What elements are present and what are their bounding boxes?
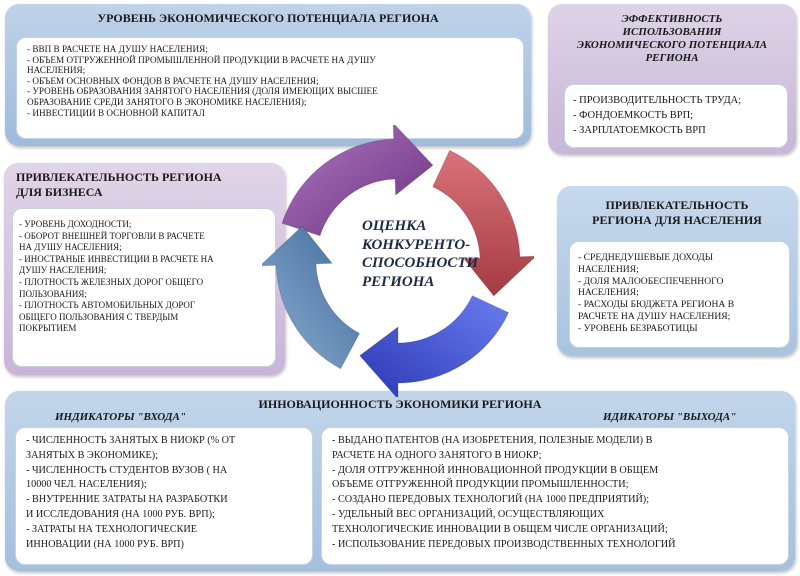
list-item: - ЗАТРАТЫ НА ТЕХНОЛОГИЧЕСКИЕ (26, 523, 197, 535)
title-line: ПРИВЛЕКАТЕЛЬНОСТЬ (605, 198, 749, 212)
list-item: НА ДУШУ НАСЕЛЕНИЯ; (19, 242, 122, 253)
arrow-purple (281, 125, 434, 237)
list-item: ОБРАЗОВАНИЕ СРЕДИ ЗАНЯТОГО В ЭКОНОМИКЕ Н… (27, 96, 307, 107)
list-item: - ИНВЕСТИЦИИ В ОСНОВНОЙ КАПИТАЛ (27, 107, 205, 118)
center-label: ОЦЕНКА КОНКУРЕНТО- СПОСОБНОСТИ РЕГИОНА (362, 217, 502, 291)
population-attractiveness-list: - СРЕДНЕДУШЕВЫЕ ДОХОДЫ НАСЕЛЕНИЯ; - ДОЛЯ… (578, 252, 734, 335)
efficiency-title: ЭФФЕКТИВНОСТЬ ИСПОЛЬЗОВАНИЯ ЭКОНОМИЧЕСКО… (548, 13, 796, 65)
business-attractiveness-title: ПРИВЛЕКАТЕЛЬНОСТЬ РЕГИОНА ДЛЯ БИЗНЕСА (16, 170, 222, 200)
list-item: - ЗАРПЛАТОЕМКОСТЬ ВРП (573, 125, 706, 136)
list-item: НАСЕЛЕНИЯ; (578, 287, 639, 299)
list-item: - ИСПОЛЬЗОВАНИЕ ПЕРЕДОВЫХ ПРОИЗВОДСТВЕНН… (332, 538, 676, 550)
list-item: - ВЫДАНО ПАТЕНТОВ (НА ИЗОБРЕТЕНИЯ, ПОЛЕЗ… (332, 435, 653, 446)
list-item: - ВВП В РАСЧЕТЕ НА ДУШУ НАСЕЛЕНИЯ; (27, 44, 208, 54)
list-item: - СОЗДАНО ПЕРЕДОВЫХ ТЕХНОЛОГИЙ (НА 1000 … (332, 494, 650, 506)
list-item: - ВНУТРЕННИЕ ЗАТРАТЫ НА РАЗРАБОТКИ (26, 494, 228, 506)
business-attractiveness-list: - УРОВЕНЬ ДОХОДНОСТИ; - ОБОРОТ ВНЕШНЕЙ Т… (19, 219, 214, 335)
list-item: - УРОВЕНЬ ДОХОДНОСТИ; (19, 219, 132, 229)
list-item: - ОБОРОТ ВНЕШНЕЙ ТОРГОВЛИ В РАСЧЕТЕ (19, 230, 205, 241)
list-item: 10000 ЧЕЛ. НАСЕЛЕНИЯ); (26, 479, 147, 491)
economic-potential-box: - ВВП В РАСЧЕТЕ НА ДУШУ НАСЕЛЕНИЯ; - ОБЪ… (16, 37, 524, 139)
list-item: РАСЧЕТЕ НА ДУШУ НАСЕЛЕНИЯ; (578, 310, 731, 322)
output-indicators-list: - ВЫДАНО ПАТЕНТОВ (НА ИЗОБРЕТЕНИЯ, ПОЛЕЗ… (332, 434, 675, 552)
list-item: - УРОВЕНЬ БЕЗРАБОТИЦЫ (578, 322, 698, 334)
arrow-red (432, 149, 534, 297)
title-line: ПРИВЛЕКАТЕЛЬНОСТЬ РЕГИОНА (16, 170, 222, 184)
list-item: - УРОВЕНЬ ОБРАЗОВАНИЯ ЗАНЯТОГО НАСЕЛЕНИЯ… (27, 86, 378, 97)
center-line: ОЦЕНКА (362, 218, 427, 234)
list-item: - ОБЪЕМ ОСНОВНЫХ ФОНДОВ В РАСЧЕТЕ НА ДУШ… (27, 75, 319, 86)
economic-potential-panel: УРОВЕНЬ ЭКОНОМИЧЕСКОГО ПОТЕНЦИАЛА РЕГИОН… (5, 4, 531, 146)
title-line: ДЛЯ БИЗНЕСА (16, 185, 103, 199)
title-line: ИСПОЛЬЗОВАНИЯ (622, 26, 722, 38)
population-attractiveness-box: - СРЕДНЕДУШЕВЫЕ ДОХОДЫ НАСЕЛЕНИЯ; - ДОЛЯ… (569, 241, 790, 348)
center-line: КОНКУРЕНТО- (362, 236, 471, 253)
list-item: - ДОЛЯ МАЛООБЕСПЕЧЕННОГО (578, 275, 724, 287)
list-item: - РАСХОДЫ БЮДЖЕТА РЕГИОНА В (578, 299, 735, 311)
center-line: СПОСОБНОСТИ (362, 255, 479, 271)
title-line: ЭКОНОМИЧЕСКОГО ПОТЕНЦИАЛА (576, 39, 768, 51)
input-indicators-label: ИНДИКАТОРЫ "ВХОДА" (55, 411, 186, 423)
efficiency-list: - ПРОИЗВОДИТЕЛЬНОСТЬ ТРУДА; - ФОНДОЕМКОС… (573, 93, 741, 138)
output-indicators-box: - ВЫДАНО ПАТЕНТОВ (НА ИЗОБРЕТЕНИЯ, ПОЛЕЗ… (321, 427, 789, 565)
list-item: - ОБЪЕМ ОТГРУЖЕННОЙ ПРОМЫШЛЕННОЙ ПРОДУКЦ… (27, 54, 376, 65)
efficiency-box: - ПРОИЗВОДИТЕЛЬНОСТЬ ТРУДА; - ФОНДОЕМКОС… (564, 84, 788, 148)
business-attractiveness-box: - УРОВЕНЬ ДОХОДНОСТИ; - ОБОРОТ ВНЕШНЕЙ Т… (12, 208, 276, 367)
population-attractiveness-title: ПРИВЛЕКАТЕЛЬНОСТЬ РЕГИОНА ДЛЯ НАСЕЛЕНИЯ (557, 198, 797, 228)
output-indicators-label: ИДИКАТОРЫ "ВЫХОДА" (603, 411, 737, 423)
business-attractiveness-panel: ПРИВЛЕКАТЕЛЬНОСТЬ РЕГИОНА ДЛЯ БИЗНЕСА - … (4, 163, 285, 375)
list-item: - ЧИСЛЕННОСТЬ ЗАНЯТЫХ В НИОКР (% ОТ (26, 435, 236, 446)
list-item: ПОЛЬЗОВАНИЯ; (19, 288, 87, 299)
list-item: - ПРОИЗВОДИТЕЛЬНОСТЬ ТРУДА; (573, 95, 742, 106)
list-item: - ПЛОТНОСТЬ ЖЕЛЕЗНЫХ ДОРОГ ОБЩЕГО (19, 276, 204, 287)
center-line: РЕГИОНА (362, 273, 435, 290)
list-item: - ИНОСТРАНЫЕ ИНВЕСТИЦИИ В РАСЧЕТЕ НА (19, 253, 214, 264)
list-item: ОБЩЕГО ПОЛЬЗОВАНИЯ С ТВЕРДЫМ (19, 311, 179, 322)
list-item: - ПЛОТНОСТЬ АВТОМОБИЛЬНЫХ ДОРОГ (19, 300, 196, 311)
input-indicators-list: - ЧИСЛЕННОСТЬ ЗАНЯТЫХ В НИОКР (% ОТ ЗАНЯ… (26, 434, 235, 552)
list-item: - ФОНДОЕМКОСТЬ ВРП; (573, 110, 694, 121)
list-item: - ЧИСЛЕННОСТЬ СТУДЕНТОВ ВУЗОВ ( НА (26, 464, 228, 476)
population-attractiveness-panel: ПРИВЛЕКАТЕЛЬНОСТЬ РЕГИОНА ДЛЯ НАСЕЛЕНИЯ … (557, 186, 797, 356)
arrow-steel (262, 225, 361, 370)
list-item: ДУШУ НАСЕЛЕНИЯ; (19, 265, 107, 276)
innovation-title: ИННОВАЦИОННОСТЬ ЭКОНОМИКИ РЕГИОНА (258, 397, 542, 411)
economic-potential-title: УРОВЕНЬ ЭКОНОМИЧЕСКОГО ПОТЕНЦИАЛА РЕГИОН… (97, 11, 439, 25)
list-item: И ИССЛЕДОВАНИЯ (НА 1000 РУБ. ВРП); (26, 508, 215, 520)
list-item: НАСЕЛЕНИЯ; (578, 263, 639, 275)
input-indicators-box: - ЧИСЛЕННОСТЬ ЗАНЯТЫХ В НИОКР (% ОТ ЗАНЯ… (15, 427, 313, 565)
list-item: ТЕХНОЛОГИЧЕСКИЕ ИННОВАЦИИ В ОБЩЕМ ЧИСЛЕ … (332, 523, 668, 535)
list-item: ИННОВАЦИИ (НА 1000 РУБ. ВРП) (26, 538, 184, 550)
list-item: - УДЕЛЬНЫЙ ВЕС ОРГАНИЗАЦИЙ, ОСУЩЕСТВЛЯЮЩ… (332, 508, 605, 520)
title-line: РЕГИОНА (645, 52, 699, 64)
title-line: РЕГИОНА ДЛЯ НАСЕЛЕНИЯ (592, 213, 762, 227)
list-item: НАСЕЛЕНИЯ; (27, 65, 86, 76)
list-item: - СРЕДНЕДУШЕВЫЕ ДОХОДЫ (578, 252, 714, 263)
economic-potential-list: - ВВП В РАСЧЕТЕ НА ДУШУ НАСЕЛЕНИЯ; - ОБЪ… (27, 44, 378, 118)
arrow-blue (359, 295, 510, 397)
efficiency-panel: ЭФФЕКТИВНОСТЬ ИСПОЛЬЗОВАНИЯ ЭКОНОМИЧЕСКО… (548, 4, 796, 154)
list-item: ЗАНЯТЫХ В ЭКОНОМИКЕ); (26, 449, 158, 461)
list-item: РАСЧЕТЕ НА ОДНОГО ЗАНЯТОГО В НИОКР; (332, 449, 542, 461)
list-item: ОБЪЕМЕ ОТГРУЖЕННОЙ ПРОДУКЦИИ ПРОМЫШЛЕННО… (332, 479, 629, 491)
list-item: ПОКРЫТИЕМ (19, 323, 77, 334)
cycle-arrows (262, 125, 534, 397)
list-item: - ДОЛЯ ОТГРУЖЕННОЙ ИННОВАЦИОННОЙ ПРОДУКЦ… (332, 464, 659, 476)
title-line: ЭФФЕКТИВНОСТЬ (621, 13, 723, 25)
innovation-panel: ИННОВАЦИОННОСТЬ ЭКОНОМИКИ РЕГИОНА ИНДИКА… (5, 391, 795, 571)
